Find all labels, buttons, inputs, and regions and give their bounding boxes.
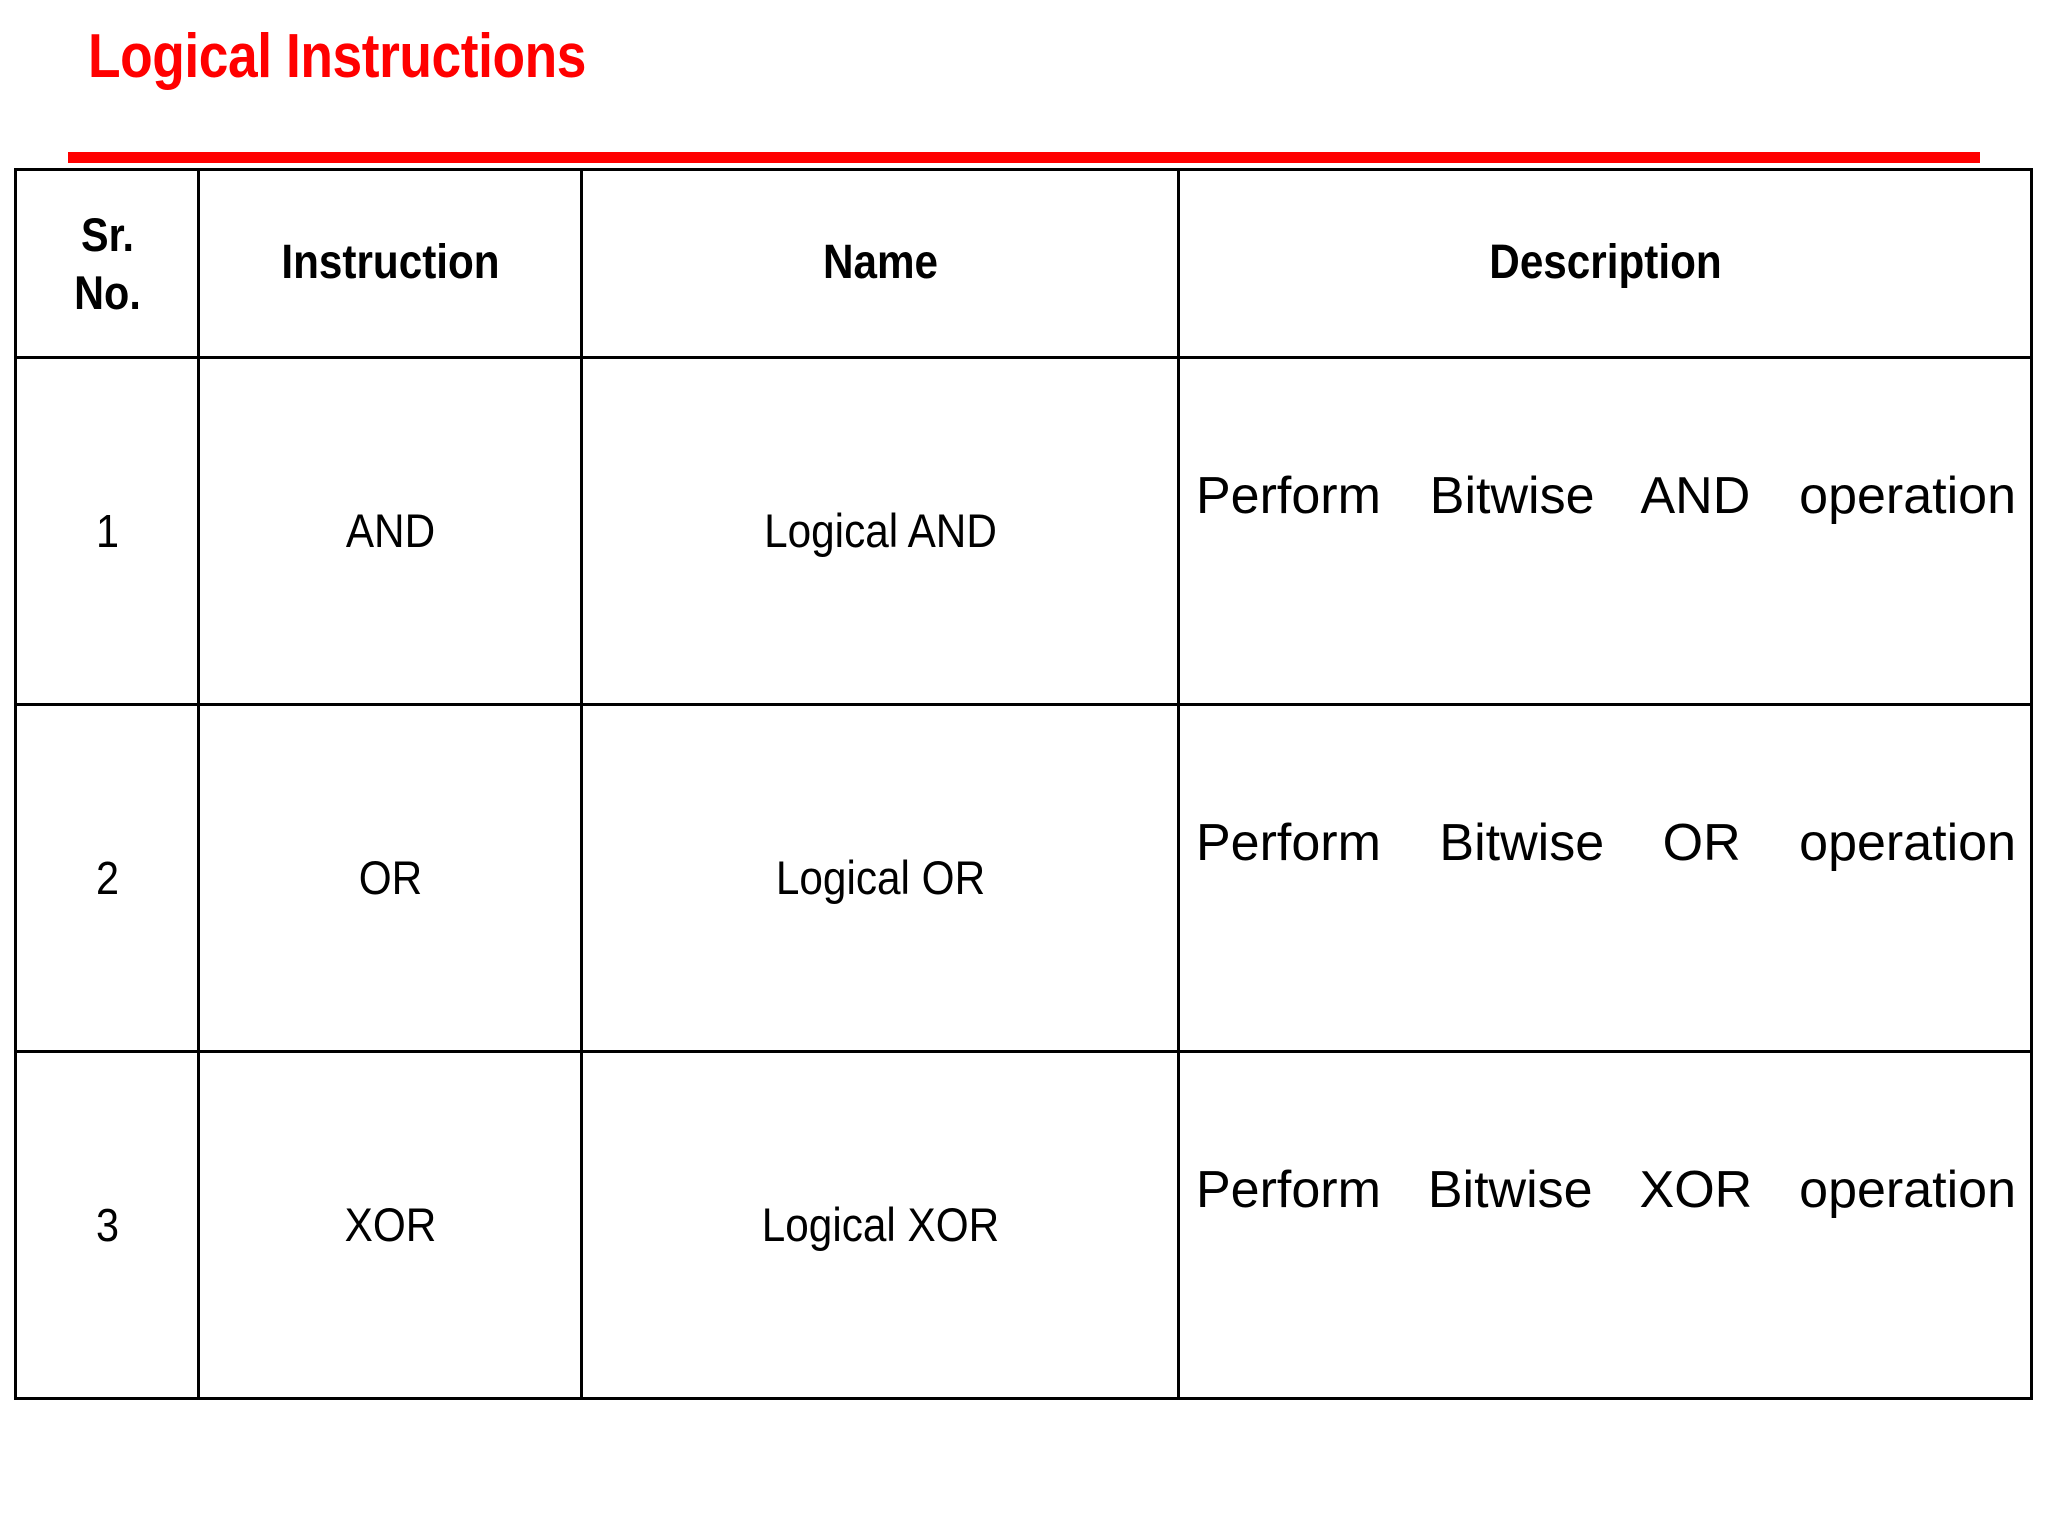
table-header-row: Sr. No. Instruction Name Description	[16, 168, 2032, 359]
cell-sr-no: 3	[23, 1050, 191, 1400]
table-row: 2 OR Logical OR Perform Bitwise OR opera…	[16, 703, 2033, 1053]
table-row: 3 XOR Logical XOR Perform Bitwise XOR op…	[16, 1050, 2033, 1400]
title-underline-rule	[68, 152, 1980, 163]
cell-description: Perform Bitwise XOR operation	[1177, 1050, 2033, 1400]
cell-description-text: Perform Bitwise XOR operation	[1196, 1161, 2016, 1220]
column-header-sr-no-line2: No.	[73, 265, 141, 319]
table-body: 1 AND Logical AND Perform Bitwise AND op…	[16, 356, 2033, 1400]
logical-instructions-table: Sr. No. Instruction Name Description 1 A…	[14, 168, 2033, 1400]
cell-name: Logical OR	[609, 703, 1150, 1053]
cell-instruction: OR	[216, 703, 564, 1053]
column-header-sr-no-line1: Sr.	[80, 208, 134, 262]
cell-description-text: Perform Bitwise AND operation	[1196, 467, 2016, 526]
column-header-sr-no: Sr. No.	[25, 168, 189, 359]
cell-name: Logical AND	[609, 356, 1150, 706]
cell-instruction: XOR	[216, 1050, 564, 1400]
column-header-instruction: Instruction	[220, 168, 560, 359]
cell-description: Perform Bitwise AND operation	[1177, 356, 2033, 706]
instructions-table-container: Sr. No. Instruction Name Description 1 A…	[14, 168, 2033, 1400]
cell-description: Perform Bitwise OR operation	[1177, 703, 2033, 1053]
table-row: 1 AND Logical AND Perform Bitwise AND op…	[16, 356, 2033, 706]
page-title: Logical Instructions	[88, 22, 586, 91]
column-header-description: Description	[1228, 168, 1982, 359]
cell-sr-no: 1	[23, 356, 191, 706]
cell-name: Logical XOR	[609, 1050, 1150, 1400]
cell-instruction: AND	[216, 356, 564, 706]
cell-description-text: Perform Bitwise OR operation	[1196, 814, 2016, 873]
column-header-name: Name	[616, 168, 1144, 359]
cell-sr-no: 2	[23, 703, 191, 1053]
